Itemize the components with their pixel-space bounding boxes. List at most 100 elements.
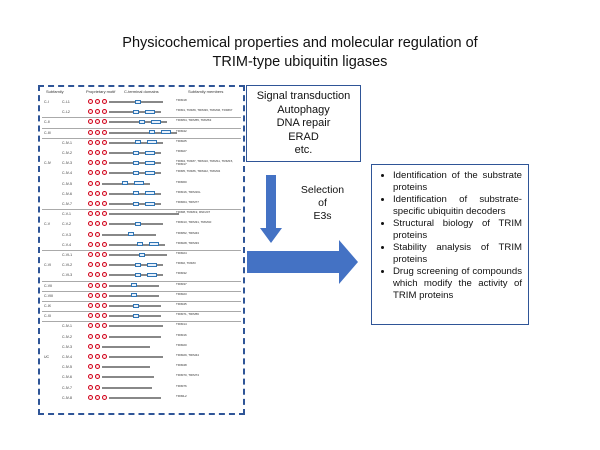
- subgroup-label: C-VI-3: [62, 273, 73, 278]
- cterminal-domain-box: [145, 160, 155, 165]
- subgroup-label: C-VI-2: [62, 263, 73, 268]
- members-text: TRIM54, TRIM55, TRIM63: [176, 118, 212, 123]
- class-label: C-IX: [44, 304, 51, 308]
- cterminal-domain-box: [133, 313, 139, 318]
- motif-circle: [95, 139, 100, 145]
- members-text: TRIM27: [176, 149, 187, 153]
- subfamily-row: C-IV-2 TRIM27: [40, 149, 243, 157]
- motif-circle: [95, 99, 100, 104]
- motif-circle: [95, 221, 100, 227]
- cterminal-domain-box: [135, 272, 141, 277]
- function-line: etc.: [294, 144, 313, 156]
- motif-circle: [95, 211, 100, 217]
- header-members: Subfamily members: [188, 89, 224, 94]
- linker-bar: [109, 213, 179, 216]
- cterminal-domain-box: [131, 283, 137, 288]
- subgroup-label: C-IV-3: [62, 344, 72, 349]
- subgroup-label: C-IV-4: [62, 355, 72, 359]
- members-text: TRIM28, TRIM33: [176, 240, 199, 245]
- motif-circle: [88, 292, 93, 298]
- class-label: C-III: [44, 130, 51, 135]
- motif-circle: [95, 394, 100, 400]
- motif-circle: [88, 252, 93, 257]
- function-line: DNA repair: [276, 117, 331, 129]
- subgroup-label: C-IV-7: [62, 385, 72, 390]
- subgroup-label: C-IV-1: [62, 324, 72, 329]
- motif-circle: [95, 160, 100, 166]
- members-text: TRIM8, TRIM19, RNF207: [176, 210, 211, 215]
- motif-circle: [95, 303, 100, 308]
- cterminal-domain-box: [133, 303, 139, 308]
- subgroup-label: C-I-2: [62, 110, 70, 115]
- motif-circle: [88, 180, 93, 186]
- motif-circle: [88, 211, 93, 217]
- motif-circle: [88, 282, 93, 288]
- members-text: TRIM5, TRIM6, TRIM22, TRIM34: [176, 169, 221, 174]
- research-item: Structural biology of TRIM proteins: [393, 218, 522, 242]
- motif-circle: [88, 129, 93, 135]
- cterminal-domain-box: [135, 221, 141, 226]
- motif-circle: [102, 241, 107, 247]
- motif-circle: [95, 190, 100, 196]
- cterminal-domain-box: [161, 130, 171, 135]
- research-box: Identification of the substrate proteins…: [371, 164, 529, 325]
- motif-circle: [88, 139, 93, 145]
- motif-circle: [102, 262, 107, 268]
- trim-subfamily-panel: Subfamily Proprietary motif C-terminal d…: [38, 85, 245, 415]
- motif-circle: [95, 201, 100, 206]
- row-separator: [42, 250, 241, 251]
- page-title: Physicochemical properties and molecular…: [0, 34, 600, 72]
- cterminal-domain-box: [131, 293, 137, 298]
- linker-bar: [102, 376, 154, 379]
- motif-circle: [102, 139, 107, 145]
- linker-bar: [102, 345, 150, 348]
- header-motif: Proprietary motif: [86, 89, 116, 94]
- motif-circle: [95, 323, 100, 329]
- motif-circle: [102, 99, 107, 104]
- subgroup-label: C-IV-5: [62, 181, 72, 186]
- subgroup-label: C-IV-2: [62, 151, 72, 155]
- motif-circle: [88, 221, 93, 227]
- members-text: TRIM71, TRIM56: [176, 312, 199, 317]
- row-separator: [42, 209, 241, 211]
- cterminal-domain-box: [128, 232, 134, 237]
- cterminal-domain-box: [145, 191, 155, 196]
- row-separator: [42, 301, 241, 302]
- motif-circle: [95, 252, 100, 257]
- subgroup-label: C-IV-1: [62, 140, 72, 145]
- motif-circle: [95, 170, 100, 176]
- motif-circle: [95, 364, 100, 370]
- motif-circle: [88, 109, 93, 115]
- motif-circle: [95, 262, 100, 268]
- motif-circle: [88, 201, 93, 206]
- members-text: TRIM14: [176, 322, 187, 327]
- motif-circle: [102, 313, 107, 319]
- selection-line: Selection: [300, 184, 345, 196]
- motif-circle: [95, 333, 100, 339]
- selection-label: Selection of E3s: [295, 184, 350, 223]
- title-line-1: Physicochemical properties and molecular…: [122, 35, 478, 51]
- down-arrow: [260, 175, 282, 243]
- research-item: Stability analysis of TRIM proteins: [393, 242, 522, 266]
- motif-circle: [88, 119, 93, 125]
- cterminal-domain-box: [133, 170, 139, 175]
- members-text: TRIM16, TRIM16L: [176, 189, 201, 194]
- motif-circle: [102, 354, 107, 359]
- cterminal-domain-box: [133, 191, 139, 196]
- row-separator: [42, 137, 241, 139]
- right-arrow: [247, 240, 358, 284]
- function-line: ERAD: [288, 130, 319, 143]
